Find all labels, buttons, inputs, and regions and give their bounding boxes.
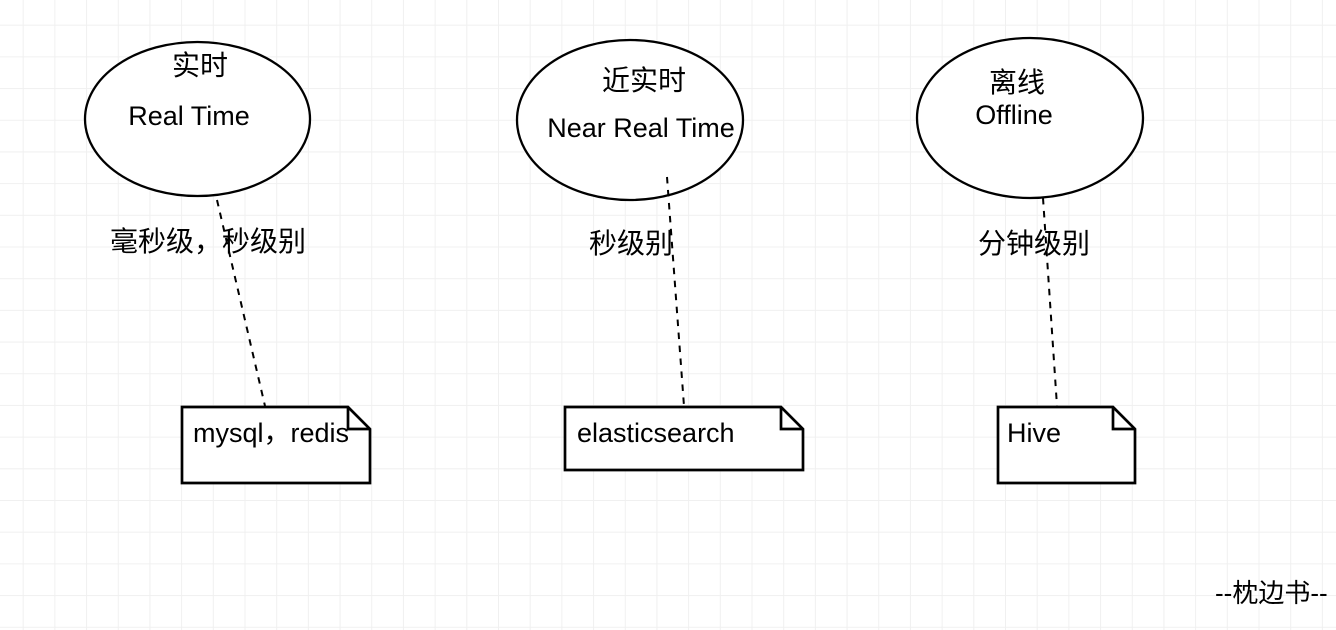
note-text-hive: Hive <box>1007 418 1062 448</box>
ellipse-offline <box>915 36 1145 200</box>
edge-label-minutes: 分钟级别 <box>978 228 1091 259</box>
node-offline-label-en: Offline <box>975 100 1053 130</box>
node-near-real-time-label-en: Near Real Time <box>547 113 735 143</box>
note-text-mysql-redis: mysql，redis <box>193 418 350 448</box>
ellipse-real-time <box>83 40 312 198</box>
note-shape-mysql-redis <box>180 405 372 485</box>
node-real-time-label-zh: 实时 <box>171 50 229 81</box>
edge-label-milliseconds-seconds: 毫秒级，秒级别 <box>110 226 307 257</box>
node-real-time-label-en: Real Time <box>128 101 250 131</box>
edge-offline-to-hive <box>1042 197 1058 407</box>
note-shape-elasticsearch <box>563 405 805 472</box>
watermark-signature: --枕边书-- <box>1215 578 1328 608</box>
note-text-elasticsearch: elasticsearch <box>577 418 735 448</box>
note-shape-hive <box>996 405 1137 485</box>
edge-real-time-to-mysql-redis <box>216 199 266 407</box>
node-near-real-time-label-zh: 近实时 <box>601 65 687 96</box>
edge-near-real-time-to-elasticsearch <box>666 176 685 407</box>
edge-label-seconds: 秒级别 <box>589 228 674 259</box>
node-offline-label-zh: 离线 <box>988 67 1046 98</box>
ellipse-near-real-time <box>515 38 745 202</box>
